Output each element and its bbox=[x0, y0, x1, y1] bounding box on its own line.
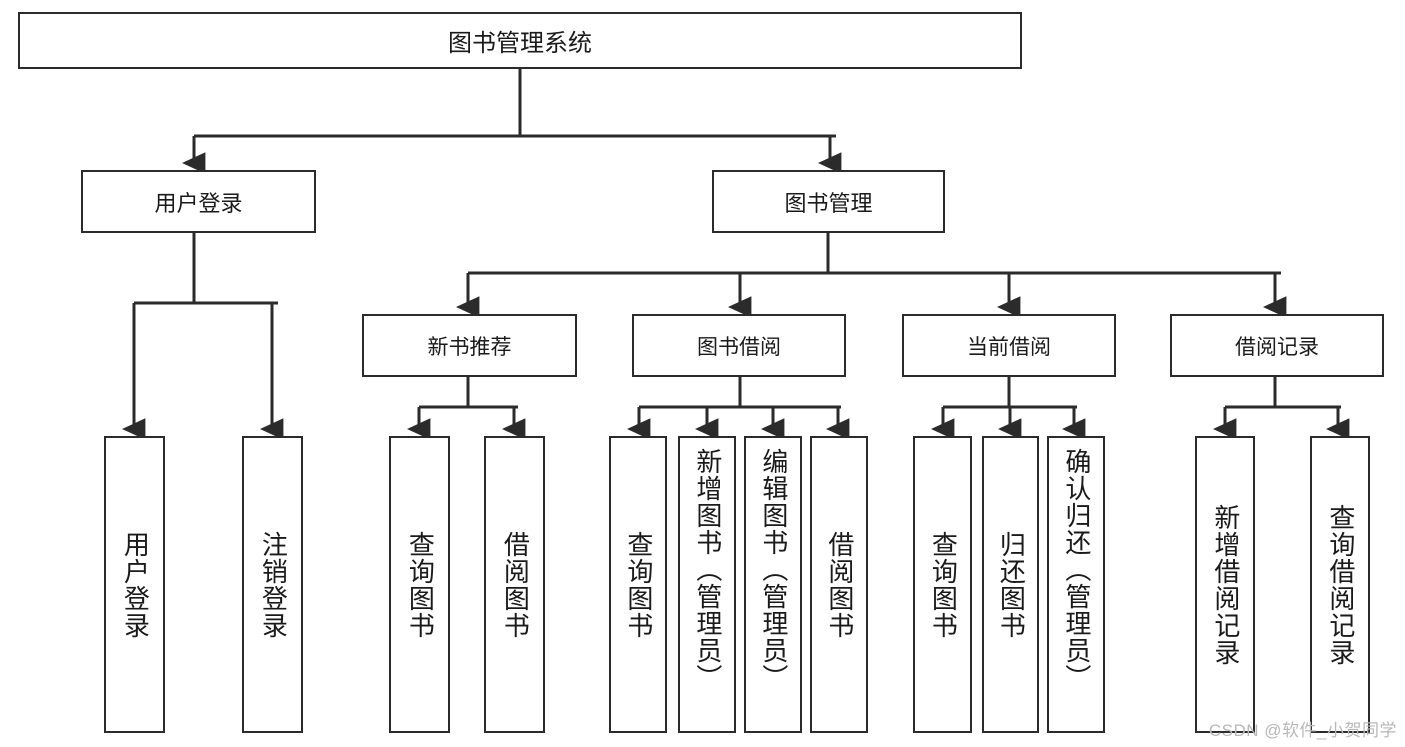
leaf-query-book-2[interactable]: 查询图书 bbox=[609, 436, 667, 733]
node-new-book-recommend[interactable]: 新书推荐 bbox=[362, 314, 577, 377]
leaf-borrow-book-2-label: 借阅图书 bbox=[824, 530, 855, 639]
leaf-query-book-1[interactable]: 查询图书 bbox=[389, 436, 450, 733]
leaf-user-login-label: 用户登录 bbox=[120, 530, 151, 639]
node-borrow-record[interactable]: 借阅记录 bbox=[1170, 314, 1384, 377]
leaf-borrow-book-1[interactable]: 借阅图书 bbox=[484, 436, 545, 733]
leaf-add-book-label: 新增图书（管理员） bbox=[692, 448, 723, 691]
node-root-label: 图书管理系统 bbox=[448, 30, 592, 57]
leaf-query-record[interactable]: 查询借阅记录 bbox=[1310, 436, 1370, 733]
leaf-edit-book[interactable]: 编辑图书（管理员） bbox=[744, 436, 802, 733]
leaf-return-book[interactable]: 归还图书 bbox=[982, 436, 1039, 733]
node-book-borrow[interactable]: 图书借阅 bbox=[632, 314, 846, 377]
leaf-query-book-3[interactable]: 查询图书 bbox=[913, 436, 972, 733]
leaf-confirm-return-label: 确认归还（管理员） bbox=[1061, 448, 1092, 691]
watermark: CSDN @软件_小贺同学 bbox=[1208, 721, 1397, 740]
node-book-manage[interactable]: 图书管理 bbox=[712, 170, 945, 233]
leaf-edit-book-label: 编辑图书（管理员） bbox=[758, 448, 789, 691]
node-new-book-recommend-label: 新书推荐 bbox=[427, 335, 512, 359]
node-user-login-label: 用户登录 bbox=[154, 190, 243, 216]
leaf-query-record-label: 查询借阅记录 bbox=[1325, 503, 1356, 666]
leaf-confirm-return[interactable]: 确认归还（管理员） bbox=[1047, 436, 1105, 733]
leaf-add-record[interactable]: 新增借阅记录 bbox=[1195, 436, 1255, 733]
leaf-query-book-3-label: 查询图书 bbox=[928, 530, 959, 639]
node-current-borrow-label: 当前借阅 bbox=[967, 335, 1051, 359]
node-root[interactable]: 图书管理系统 bbox=[18, 12, 1022, 69]
node-user-login[interactable]: 用户登录 bbox=[81, 170, 316, 233]
node-book-manage-label: 图书管理 bbox=[784, 190, 873, 216]
leaf-user-login[interactable]: 用户登录 bbox=[104, 436, 165, 733]
leaf-logout-login-label: 注销登录 bbox=[258, 530, 289, 639]
node-book-borrow-label: 图书借阅 bbox=[697, 335, 781, 359]
leaf-query-book-1-label: 查询图书 bbox=[405, 530, 436, 639]
leaf-logout-login[interactable]: 注销登录 bbox=[242, 436, 303, 733]
node-borrow-record-label: 借阅记录 bbox=[1235, 335, 1319, 359]
node-current-borrow[interactable]: 当前借阅 bbox=[902, 314, 1116, 377]
leaf-add-record-label: 新增借阅记录 bbox=[1210, 503, 1241, 666]
leaf-return-book-label: 归还图书 bbox=[996, 530, 1027, 639]
leaf-add-book[interactable]: 新增图书（管理员） bbox=[678, 436, 736, 733]
leaf-borrow-book-2[interactable]: 借阅图书 bbox=[810, 436, 868, 733]
leaf-query-book-2-label: 查询图书 bbox=[623, 530, 654, 639]
leaf-borrow-book-1-label: 借阅图书 bbox=[500, 530, 531, 639]
